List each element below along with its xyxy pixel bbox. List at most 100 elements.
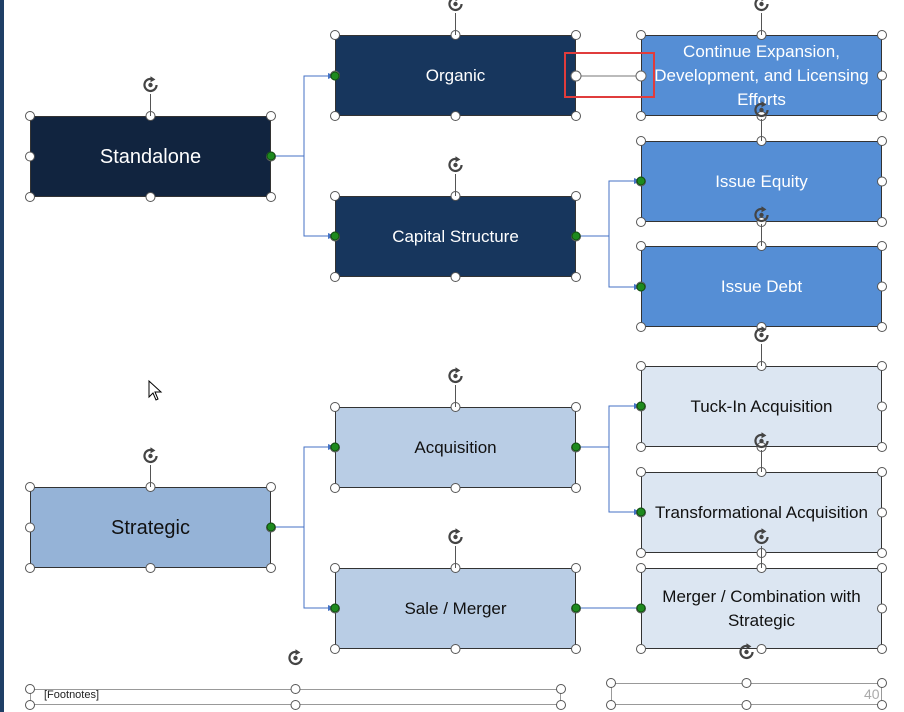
rotate-handle-icon[interactable] (143, 446, 158, 464)
page-number-resize-handle[interactable] (877, 700, 887, 710)
merger-combination-box[interactable]: Merger / Combination with Strategic (641, 568, 882, 649)
page-number-resize-handle[interactable] (741, 700, 752, 710)
connection-point[interactable] (330, 71, 340, 81)
page-number-resize-handle[interactable] (606, 678, 616, 688)
strategic-resize-handle[interactable] (266, 563, 276, 573)
merger-combination-resize-handle[interactable] (636, 563, 646, 573)
footnotes-resize-handle[interactable] (25, 700, 35, 710)
capital-structure-resize-handle[interactable] (571, 272, 581, 282)
standalone-resize-handle[interactable] (25, 192, 35, 202)
continue-expansion-resize-handle[interactable] (877, 70, 887, 81)
rotate-handle-icon[interactable] (754, 527, 769, 545)
footnotes-resize-handle[interactable] (25, 684, 35, 694)
continue-expansion-resize-handle[interactable] (877, 111, 887, 121)
standalone-resize-handle[interactable] (266, 192, 276, 202)
issue-debt-resize-handle[interactable] (877, 281, 887, 292)
rotate-handle-icon[interactable] (739, 642, 754, 660)
strategic-resize-handle[interactable] (25, 522, 35, 533)
connection-point[interactable] (636, 176, 646, 186)
standalone-box[interactable]: Standalone (30, 116, 271, 197)
organic-resize-handle[interactable] (450, 111, 461, 121)
continue-expansion-resize-handle[interactable] (877, 30, 887, 40)
issue-equity-resize-handle[interactable] (877, 176, 887, 187)
connection-point[interactable] (571, 603, 581, 613)
connection-point[interactable] (571, 442, 581, 452)
connection-point[interactable] (330, 442, 340, 452)
issue-debt-resize-handle[interactable] (877, 322, 887, 332)
connection-point[interactable] (636, 401, 646, 411)
transformational-resize-handle[interactable] (636, 467, 646, 477)
acquisition-resize-handle[interactable] (571, 402, 581, 412)
capital-structure-box[interactable]: Capital Structure (335, 196, 576, 277)
standalone-resize-handle[interactable] (25, 151, 35, 162)
tuck-in-resize-handle[interactable] (636, 361, 646, 371)
rotate-handle-icon[interactable] (448, 366, 463, 384)
acquisition-box[interactable]: Acquisition (335, 407, 576, 488)
capital-structure-resize-handle[interactable] (450, 272, 461, 282)
connection-point[interactable] (636, 603, 646, 613)
sale-merger-resize-handle[interactable] (450, 644, 461, 654)
transformational-acquisition-box[interactable]: Transformational Acquisition (641, 472, 882, 553)
rotate-handle-icon[interactable] (448, 527, 463, 545)
standalone-resize-handle[interactable] (145, 192, 156, 202)
continue-expansion-resize-handle[interactable] (636, 111, 646, 121)
issue-equity-resize-handle[interactable] (877, 136, 887, 146)
page-number-resize-handle[interactable] (741, 678, 752, 688)
sale-merger-box[interactable]: Sale / Merger (335, 568, 576, 649)
rotate-handle-icon[interactable] (448, 0, 463, 12)
merger-combination-resize-handle[interactable] (636, 644, 646, 654)
issue-debt-resize-handle[interactable] (877, 241, 887, 251)
sale-merger-resize-handle[interactable] (330, 644, 340, 654)
organic-resize-handle[interactable] (571, 30, 581, 40)
connector-endpoint[interactable] (570, 70, 582, 82)
merger-combination-resize-handle[interactable] (877, 603, 887, 614)
footnotes-resize-handle[interactable] (290, 700, 301, 710)
transformational-resize-handle[interactable] (636, 548, 646, 558)
continue-expansion-resize-handle[interactable] (636, 30, 646, 40)
page-number-resize-handle[interactable] (877, 678, 887, 688)
strategic-resize-handle[interactable] (266, 482, 276, 492)
connection-point[interactable] (266, 522, 276, 532)
capital-structure-resize-handle[interactable] (330, 191, 340, 201)
acquisition-resize-handle[interactable] (330, 402, 340, 412)
connection-point[interactable] (266, 151, 276, 161)
acquisition-resize-handle[interactable] (450, 483, 461, 493)
organic-resize-handle[interactable] (330, 111, 340, 121)
tuck-in-resize-handle[interactable] (877, 361, 887, 371)
rotate-handle-icon[interactable] (288, 648, 303, 666)
issue-equity-resize-handle[interactable] (636, 136, 646, 146)
issue-debt-resize-handle[interactable] (636, 322, 646, 332)
connection-point[interactable] (330, 231, 340, 241)
issue-debt-resize-handle[interactable] (636, 241, 646, 251)
connection-point[interactable] (330, 603, 340, 613)
sale-merger-resize-handle[interactable] (571, 644, 581, 654)
sale-merger-resize-handle[interactable] (571, 563, 581, 573)
connector-endpoint[interactable] (635, 70, 647, 82)
strategic-box[interactable]: Strategic (30, 487, 271, 568)
organic-resize-handle[interactable] (330, 30, 340, 40)
strategic-resize-handle[interactable] (25, 482, 35, 492)
acquisition-resize-handle[interactable] (330, 483, 340, 493)
rotate-handle-icon[interactable] (754, 0, 769, 12)
footnotes-resize-handle[interactable] (556, 684, 566, 694)
rotate-handle-icon[interactable] (143, 75, 158, 93)
organic-resize-handle[interactable] (571, 111, 581, 121)
page-number-resize-handle[interactable] (606, 700, 616, 710)
merger-combination-resize-handle[interactable] (877, 563, 887, 573)
merger-combination-resize-handle[interactable] (756, 644, 767, 654)
strategic-resize-handle[interactable] (25, 563, 35, 573)
standalone-resize-handle[interactable] (266, 111, 276, 121)
rotate-handle-icon[interactable] (448, 155, 463, 173)
footnotes-resize-handle[interactable] (556, 700, 566, 710)
issue-equity-resize-handle[interactable] (877, 217, 887, 227)
connection-point[interactable] (636, 507, 646, 517)
capital-structure-resize-handle[interactable] (571, 191, 581, 201)
connection-point[interactable] (571, 231, 581, 241)
sale-merger-resize-handle[interactable] (330, 563, 340, 573)
transformational-resize-handle[interactable] (877, 467, 887, 477)
standalone-resize-handle[interactable] (25, 111, 35, 121)
transformational-resize-handle[interactable] (877, 548, 887, 558)
transformational-resize-handle[interactable] (877, 507, 887, 518)
footnotes-resize-handle[interactable] (290, 684, 301, 694)
strategic-resize-handle[interactable] (145, 563, 156, 573)
